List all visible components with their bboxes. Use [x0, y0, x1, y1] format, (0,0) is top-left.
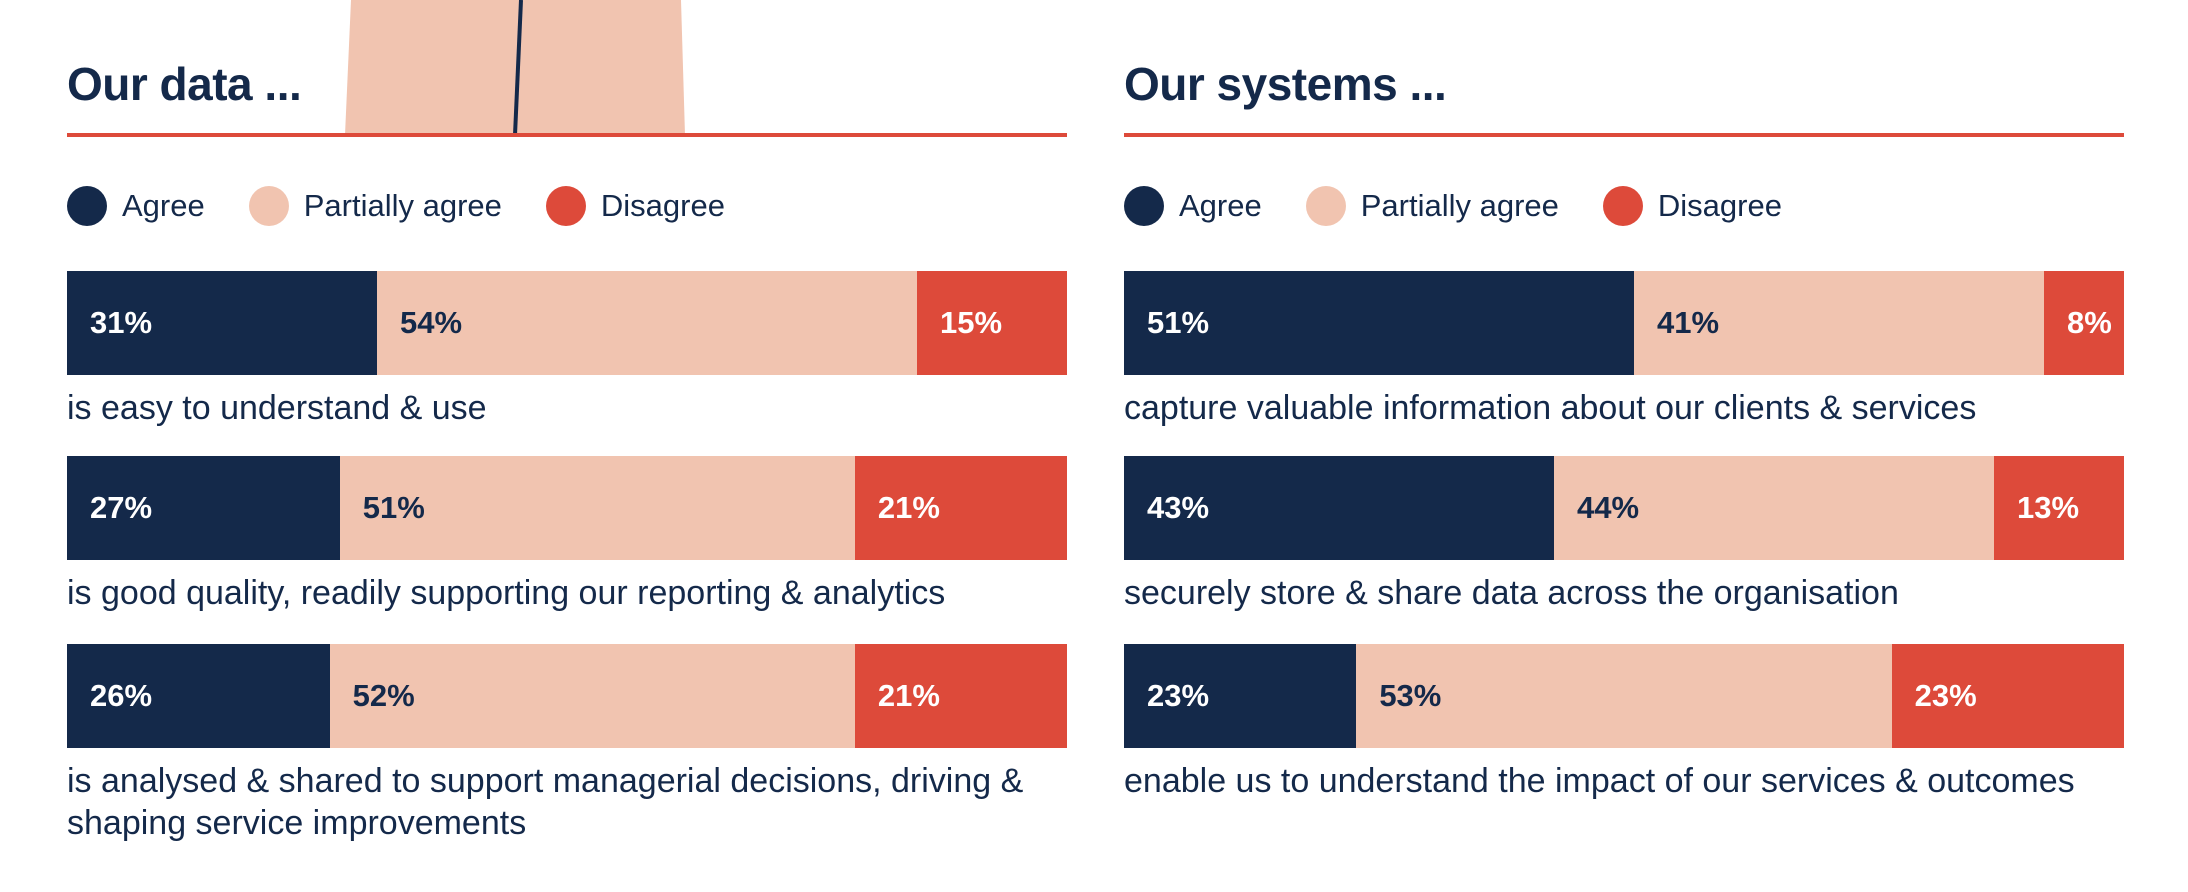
bar-value-label: 51% — [1147, 305, 1210, 340]
bar-value-label: 52% — [352, 678, 415, 713]
stacked-bar: 43% 44% 13% — [1124, 456, 2124, 560]
bar-row: 27% 51% 21% is good quality, readily suppor… — [67, 456, 1067, 614]
bar-value-label: 26% — [90, 678, 153, 713]
bar-segment-partially-agree: 53% — [1356, 644, 1892, 748]
bar-caption: enable us to understand the impact of ou… — [1124, 762, 2075, 800]
legend-label: Disagree — [1657, 188, 1782, 223]
bar-segment-agree: 23% — [1124, 644, 1357, 748]
legend-item-agree: Agree — [1124, 186, 1262, 226]
legend-swatch-partially-agree — [1305, 186, 1346, 226]
bar-caption: is easy to understand & use — [67, 389, 487, 427]
bar-value-label: 13% — [2017, 490, 2080, 525]
bar-segment-disagree: 15% — [917, 271, 1067, 375]
bar-value-label: 27% — [90, 490, 153, 525]
bar-segment-agree: 27% — [67, 456, 340, 560]
legend-label: Partially agree — [303, 188, 502, 223]
bar-segment-partially-agree: 51% — [339, 456, 855, 560]
stacked-bar: 26% 52% 21% — [67, 644, 1067, 748]
bar-value-label: 51% — [362, 490, 425, 525]
bar-caption: securely store & share data across the o… — [1124, 574, 1899, 612]
legend-label: Agree — [1179, 188, 1262, 223]
decorative-illustration — [345, 0, 685, 135]
bar-value-label: 8% — [2067, 305, 2112, 340]
bar-value-label: 44% — [1577, 490, 1640, 525]
legend-item-disagree: Disagree — [1602, 186, 1782, 226]
legend-item-partially-agree: Partially agree — [1305, 186, 1559, 226]
bar-row: 51% 41% 8% capture valuable information abo… — [1124, 271, 2124, 429]
legend-swatch-disagree — [545, 186, 586, 226]
legend-swatch-disagree — [1602, 186, 1643, 226]
stacked-bar: 51% 41% 8% — [1124, 271, 2124, 375]
bar-value-label: 43% — [1147, 490, 1210, 525]
stacked-bar: 27% 51% 21% — [67, 456, 1067, 560]
legend: Agree Partially agree Disagree — [1124, 186, 1826, 226]
legend-item-disagree: Disagree — [545, 186, 725, 226]
bar-value-label: 54% — [400, 305, 463, 340]
bar-row: 26% 52% 21% is analysed & shared to support… — [67, 644, 1067, 844]
bar-caption: capture valuable information about our c… — [1124, 389, 1977, 427]
bar-row: 23% 53% 23% enable us to understand the imp… — [1124, 644, 2124, 802]
panel-title: Our data ... — [67, 58, 302, 110]
bar-segment-partially-agree: 52% — [329, 644, 855, 748]
stacked-bar: 23% 53% 23% — [1124, 644, 2124, 748]
panel-our-systems: Our systems ... Agree Partially agree Di… — [1124, 0, 2124, 892]
decorative-shape — [345, 0, 685, 135]
stacked-bar: 31% 54% 15% — [67, 271, 1067, 375]
bar-segment-partially-agree: 54% — [377, 271, 917, 375]
bar-value-label: 41% — [1657, 305, 1720, 340]
bar-value-label: 53% — [1379, 678, 1442, 713]
bar-value-label: 15% — [940, 305, 1003, 340]
bar-segment-agree: 26% — [67, 644, 330, 748]
legend-swatch-agree — [1124, 186, 1164, 226]
bar-segment-disagree: 23% — [1891, 644, 2124, 748]
stacked-bar-chart: 31% 54% 15% is easy to understand & use 27% 5… — [67, 0, 1067, 892]
bar-segment-disagree: 21% — [854, 644, 1067, 748]
bar-segment-agree: 43% — [1124, 456, 1554, 560]
legend-swatch-partially-agree — [248, 186, 289, 226]
bar-segment-disagree: 21% — [854, 456, 1067, 560]
bar-caption: is good quality, readily supporting our … — [67, 574, 946, 612]
legend-label: Partially agree — [1360, 188, 1559, 223]
bar-row: 31% 54% 15% is easy to understand & use — [67, 271, 1067, 429]
bar-value-label: 31% — [90, 305, 153, 340]
legend-label: Agree — [122, 188, 205, 223]
bar-segment-disagree: 8% — [2044, 271, 2124, 375]
legend-swatch-agree — [67, 186, 107, 226]
bar-segment-agree: 51% — [1124, 271, 1634, 375]
bar-value-label: 21% — [877, 490, 940, 525]
legend-item-partially-agree: Partially agree — [248, 186, 502, 226]
stacked-bar-chart: 51% 41% 8% capture valuable information abo… — [1124, 0, 2124, 892]
bar-row: 43% 44% 13% securely store & share data acr… — [1124, 456, 2124, 614]
legend: Agree Partially agree Disagree — [67, 186, 769, 226]
bar-segment-partially-agree: 44% — [1554, 456, 1994, 560]
bar-segment-agree: 31% — [67, 271, 377, 375]
bar-value-label: 21% — [877, 678, 940, 713]
panel-our-data: Our data ... Agree Partially agree Disag… — [67, 0, 1067, 892]
bar-value-label: 23% — [1147, 678, 1210, 713]
bar-value-label: 23% — [1914, 678, 1977, 713]
panel-title: Our systems ... — [1124, 58, 1447, 110]
title-rule — [67, 133, 1067, 137]
bar-segment-disagree: 13% — [1994, 456, 2124, 560]
legend-item-agree: Agree — [67, 186, 205, 226]
decorative-line — [513, 0, 523, 135]
bar-caption: is analysed & shared to support manageri… — [67, 762, 1024, 842]
bar-segment-partially-agree: 41% — [1634, 271, 2044, 375]
legend-label: Disagree — [600, 188, 725, 223]
title-rule — [1124, 133, 2124, 137]
